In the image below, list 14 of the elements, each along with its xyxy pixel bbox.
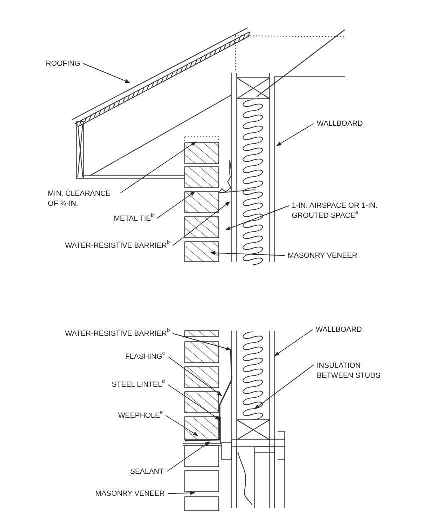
leader-line (156, 192, 196, 220)
leader-line (226, 206, 290, 230)
leader-line (210, 251, 286, 256)
leader-line (168, 384, 220, 420)
leader-line (120, 142, 196, 194)
leader-line (274, 329, 314, 356)
leader-line (83, 63, 130, 84)
leader-line (254, 364, 314, 410)
leader-line (276, 123, 314, 146)
leader-line (168, 491, 196, 496)
leader-line (166, 415, 198, 436)
leader-line (166, 442, 210, 472)
leader-line (172, 202, 230, 246)
leader-line (168, 356, 222, 396)
